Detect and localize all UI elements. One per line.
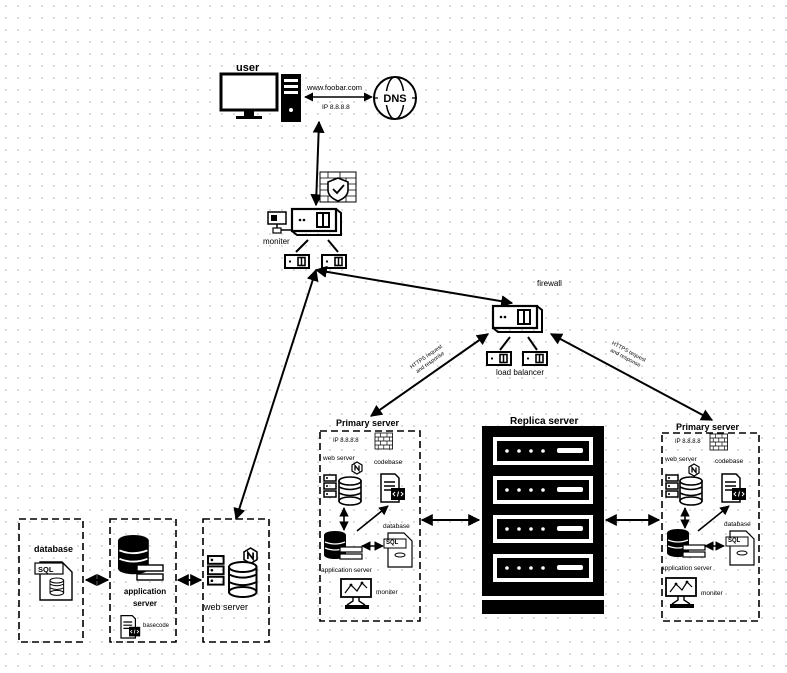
right-link-label: HTTPS request and response	[609, 341, 647, 369]
load-balancer-group: firewall load balancer	[486, 279, 562, 377]
primary-right-ip: IP 8.8.8.8	[675, 439, 701, 445]
primary-right-codebase-icon	[721, 473, 747, 503]
primary-right-nginx-icon	[688, 463, 700, 477]
primary-left-nginx-icon	[351, 461, 363, 475]
domain-label: www.foobar.com	[306, 83, 362, 92]
primary-right-webserver-label: web server	[664, 456, 698, 463]
primary-right-rack-icon	[665, 474, 679, 498]
balancer-to-webserver-arrow	[233, 268, 319, 521]
balancer-node-left-icon	[284, 254, 310, 269]
top-balancer-group: moniter	[263, 171, 357, 269]
moniter-label: moniter	[263, 237, 290, 246]
lb-to-left-primary-arrow	[370, 333, 489, 417]
primary-right-monitor-icon	[665, 577, 697, 609]
lb-node-left-icon	[486, 351, 512, 366]
dns-globe-icon	[373, 76, 417, 120]
primary-left-webserver-db-icon	[338, 476, 362, 506]
legacy-database-label: database	[34, 544, 73, 554]
legacy-application-box: application server basecode	[109, 518, 177, 643]
legacy-webserver-label: web server	[203, 602, 248, 612]
replica-title: Replica server	[510, 416, 578, 427]
primary-left-sql-label: SQL	[386, 540, 399, 546]
primary-right-sql-label: SQL	[728, 538, 741, 544]
legacy-appserver-label-2: server	[133, 599, 157, 608]
primary-left-moniter-label: moniter	[376, 589, 399, 596]
primary-right-firewall-icon	[709, 433, 728, 451]
load-balancer-label: load balancer	[496, 368, 544, 377]
legacy-basecode-label: basecode	[143, 623, 170, 629]
primary-left-box	[319, 430, 421, 622]
legacy-database-box: database SQL	[18, 518, 84, 643]
primary-left-firewall-icon	[374, 432, 394, 450]
primary-left-rack-icon	[323, 474, 337, 498]
left-link-label: HTTPS request and response	[409, 344, 446, 375]
legacy-sql-file-icon	[34, 561, 73, 601]
primary-left-sql-icon	[383, 532, 413, 568]
primary-left-webserver-label: web server	[322, 455, 356, 462]
ip-label: IP 8.8.8.8	[322, 104, 350, 111]
load-balancer-unit-icon	[491, 304, 544, 334]
lb-to-right-primary-arrow	[549, 333, 714, 421]
primary-left-ip: IP 8.8.8.8	[333, 438, 359, 444]
primary-right-box	[661, 432, 760, 622]
legacy-basecode-icon	[120, 614, 141, 639]
primary-right-database-label: database	[724, 521, 751, 528]
firewall-shield-icon	[319, 171, 357, 203]
primary-left-appserver-label: application server	[321, 567, 373, 574]
primary-server-left: Primary server IP 8.8.8.8 web server cod…	[319, 418, 421, 622]
replica-server: Replica server	[482, 416, 604, 614]
lb-node-right-icon	[522, 351, 548, 366]
computer-tower-icon	[281, 74, 301, 122]
primary-left-monitor-icon	[340, 578, 372, 610]
balancer-unit-icon	[290, 207, 343, 237]
primary-server-right: Primary server IP 8.8.8.8 web server cod…	[661, 422, 760, 622]
primary-right-moniter-label: moniter	[701, 590, 724, 597]
firewall-label: firewall	[537, 279, 562, 288]
legacy-sql-label: SQL	[38, 565, 54, 574]
primary-left-title: Primary server	[336, 418, 400, 428]
primary-right-webserver-db-icon	[679, 476, 703, 506]
primary-left-codebase-icon	[380, 473, 406, 503]
balancer-node-right-icon	[321, 254, 347, 269]
primary-left-codebase-label: codebase	[374, 459, 403, 466]
network-monitor-icon	[267, 211, 292, 234]
legacy-appserver-label-1: application	[124, 587, 166, 596]
primary-right-title: Primary server	[676, 422, 740, 432]
primary-right-sql-icon	[725, 530, 755, 566]
user-label: user	[236, 62, 260, 74]
dns-label: DNS	[383, 93, 406, 105]
primary-right-codebase-label: codebase	[715, 458, 744, 465]
user-group: user www.foobar.com IP 8.8.8.8 DNS	[219, 62, 417, 122]
legacy-webserver-box: web server	[202, 518, 270, 643]
legacy-webserver-db-icon	[228, 561, 258, 598]
desktop-monitor-icon	[219, 72, 279, 119]
primary-left-database-label: database	[383, 523, 410, 530]
primary-right-appserver-label: application server	[661, 565, 713, 572]
user-to-balancer-arrow	[310, 120, 325, 207]
balancer-to-firewall-arrow	[314, 265, 514, 308]
legacy-rack-icon	[207, 555, 225, 586]
